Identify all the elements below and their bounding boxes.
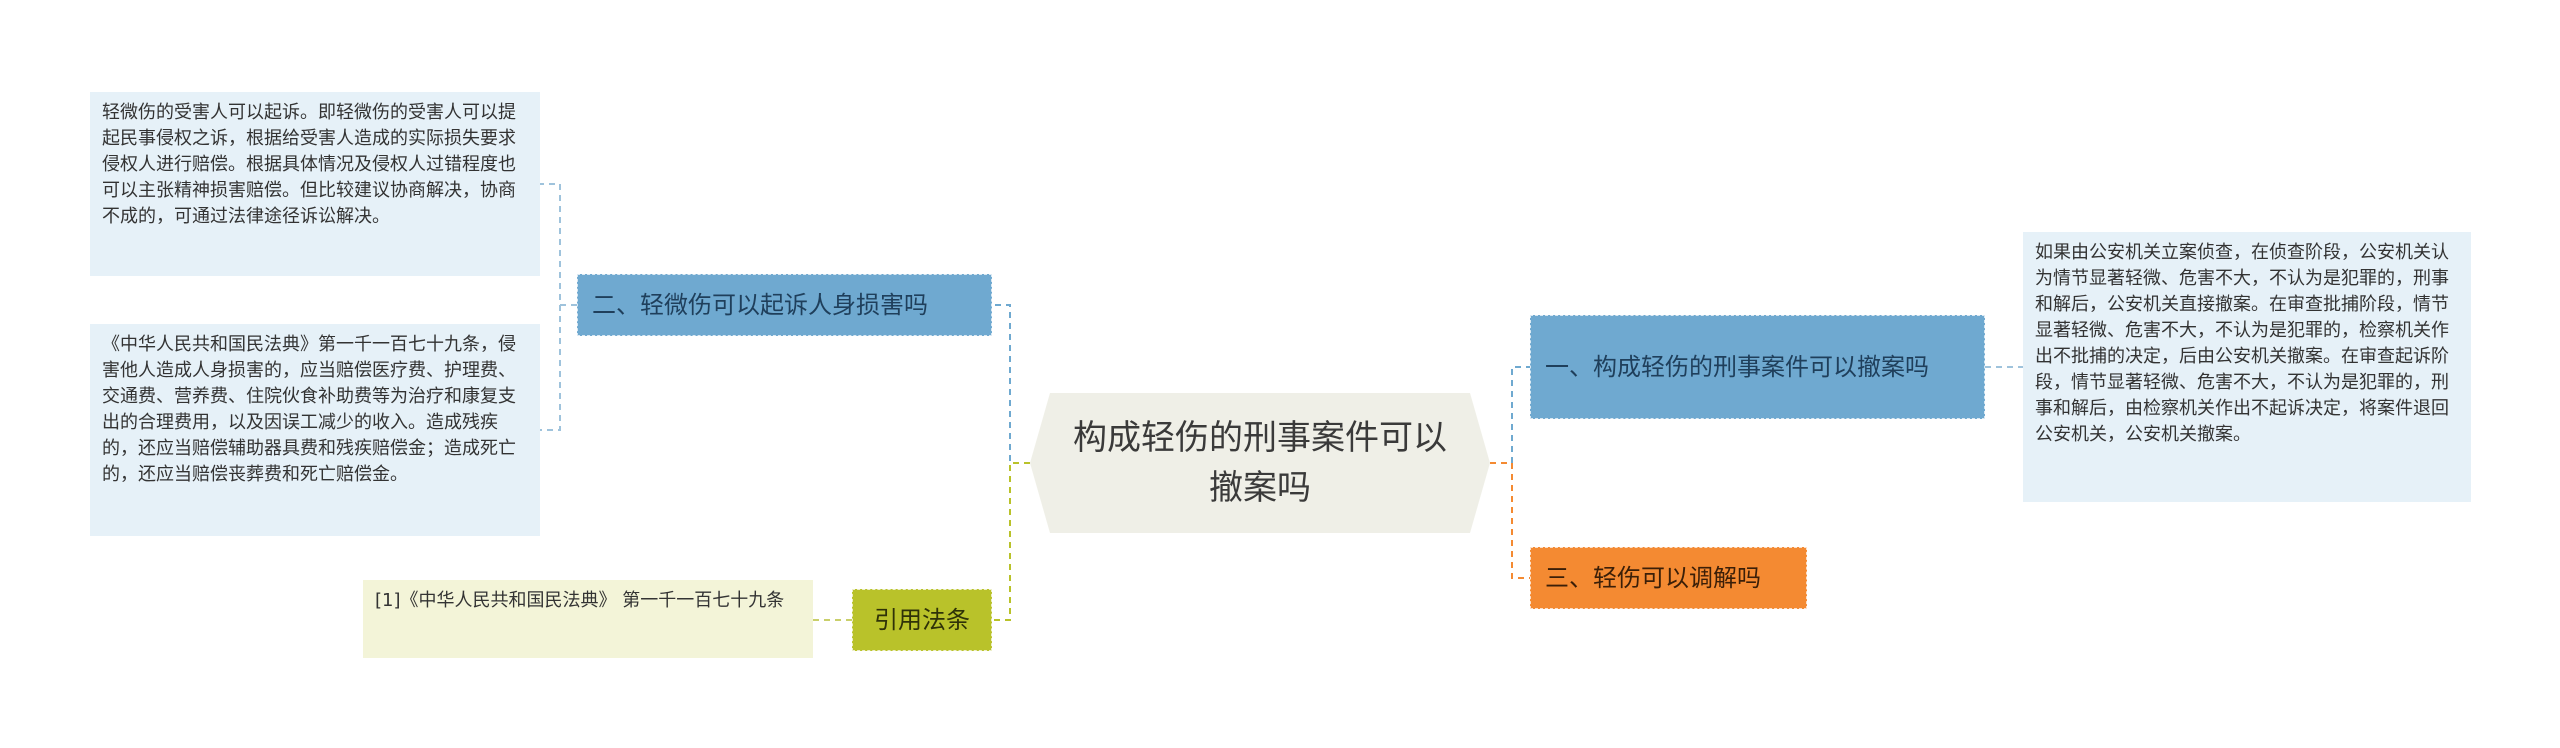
link-root-topic2: [992, 304, 1030, 464]
topic-can-slight-injury-sue[interactable]: 二、轻微伤可以起诉人身损害吗: [577, 274, 992, 336]
topic-label: 二、轻微伤可以起诉人身损害吗: [592, 291, 928, 319]
topic-cited-laws[interactable]: 引用法条: [852, 589, 992, 651]
detail-citation-1[interactable]: [1]《中华人民共和国民法典》 第一千一百七十九条: [363, 580, 813, 658]
topic-can-minor-injury-case-be-withdrawn[interactable]: 一、构成轻伤的刑事案件可以撤案吗: [1530, 315, 1985, 419]
detail-civil-code-article-1179[interactable]: 《中华人民共和国民法典》第一千一百七十九条，侵害他人造成人身损害的，应当赔偿医疗…: [90, 324, 540, 536]
link-root-topic3: [1490, 462, 1530, 579]
topic-can-minor-injury-be-mediated[interactable]: 三、轻伤可以调解吗: [1530, 547, 1807, 609]
link-root-topic1: [1490, 366, 1530, 464]
link-topic2-details: [540, 183, 577, 431]
detail-slight-injury-lawsuit[interactable]: 轻微伤的受害人可以起诉。即轻微伤的受害人可以提起民事侵权之诉，根据给受害人造成的…: [90, 92, 540, 276]
detail-text: 《中华人民共和国民法典》第一千一百七十九条，侵害他人造成人身损害的，应当赔偿医疗…: [102, 334, 516, 485]
root-topic-title: 构成轻伤的刑事案件可以撤案吗: [1073, 418, 1447, 508]
topic-label: 一、构成轻伤的刑事案件可以撤案吗: [1545, 353, 1929, 381]
detail-text: [1]《中华人民共和国民法典》 第一千一百七十九条: [375, 590, 785, 611]
detail-withdrawal-process[interactable]: 如果由公安机关立案侦查，在侦查阶段，公安机关认为情节显著轻微、危害不大，不认为是…: [2023, 232, 2471, 502]
topic-label: 引用法条: [874, 606, 970, 634]
link-root-citations: [992, 462, 1030, 621]
detail-text: 轻微伤的受害人可以起诉。即轻微伤的受害人可以提起民事侵权之诉，根据给受害人造成的…: [102, 102, 516, 227]
detail-text: 如果由公安机关立案侦查，在侦查阶段，公安机关认为情节显著轻微、危害不大，不认为是…: [2035, 242, 2449, 445]
topic-label: 三、轻伤可以调解吗: [1545, 564, 1761, 592]
root-topic[interactable]: 构成轻伤的刑事案件可以撤案吗: [1030, 393, 1490, 533]
